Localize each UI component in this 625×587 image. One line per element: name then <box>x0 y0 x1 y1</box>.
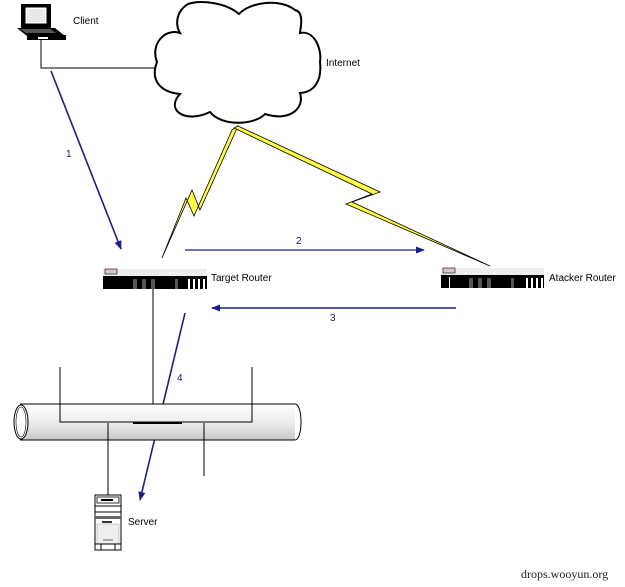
step-2-label: 2 <box>296 236 302 247</box>
client-laptop-icon <box>17 4 66 40</box>
internet-label: Internet <box>326 58 360 69</box>
server-label: Server <box>128 517 158 528</box>
client-internet-link <box>40 40 158 69</box>
target-router-label: Target Router <box>211 273 272 284</box>
attacker-router-label: Atacker Router <box>549 273 616 284</box>
step-1-label: 1 <box>66 149 72 160</box>
internet-cloud-icon <box>153 1 322 124</box>
step-1-arrow <box>50 70 122 250</box>
wireless-link-attacker-icon <box>233 125 491 267</box>
wireless-link-target-icon <box>161 124 239 259</box>
watermark: drops.wooyun.org <box>521 567 608 581</box>
target-router-icon <box>103 268 207 289</box>
step-3-label: 3 <box>330 313 336 324</box>
server-icon <box>94 494 122 551</box>
attacker-router-icon <box>441 267 544 288</box>
step-4-label: 4 <box>177 373 183 384</box>
client-label: Client <box>73 16 99 27</box>
